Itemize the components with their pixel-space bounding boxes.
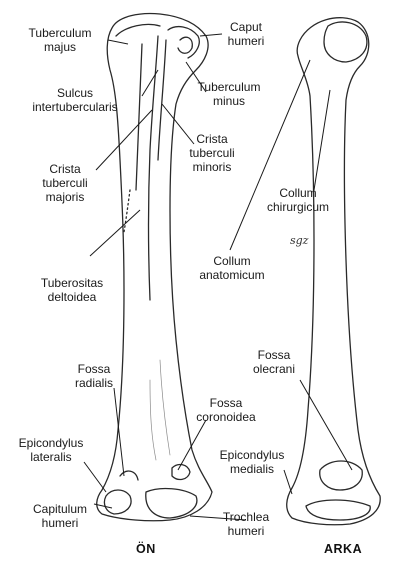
label-fossa-coronoidea: Fossa coronoidea	[192, 396, 260, 424]
back-fossa-olecrani	[320, 461, 363, 490]
leader-crista-majoris	[96, 110, 152, 170]
front-shaft-shading	[150, 360, 170, 460]
label-sulcus-intertubercularis: Sulcus intertubercularis	[10, 86, 140, 114]
label-tuberculum-majus: Tuberculum majus	[14, 26, 106, 54]
label-tuberculum-minus: Tuberculum minus	[194, 80, 264, 108]
front-sulcus-line	[149, 36, 159, 300]
view-label-front: ÖN	[136, 542, 156, 556]
label-crista-tuberculi-minoris: Crista tuberculi minoris	[182, 132, 242, 174]
back-humerus-outline	[287, 18, 380, 525]
label-collum-anatomicum: Collum anatomicum	[196, 254, 268, 282]
view-label-back: ARKA	[324, 542, 362, 556]
leader-fossa-coronoidea	[178, 420, 206, 470]
front-fossa-radialis	[120, 471, 138, 480]
label-trochlea-humeri: Trochlea humeri	[214, 510, 278, 538]
artist-signature: sgz	[290, 234, 308, 247]
label-collum-chirurgicum: Collum chirurgicum	[262, 186, 334, 214]
front-tuberculum-minus-bump	[178, 37, 192, 53]
label-caput-humeri: Caput humeri	[216, 20, 276, 48]
leader-epicondylus-lateralis	[84, 462, 106, 492]
front-fossa-coronoidea	[172, 465, 190, 480]
back-head-outline	[324, 22, 367, 62]
label-capitulum-humeri: Capitulum humeri	[24, 502, 96, 530]
label-fossa-olecrani: Fossa olecrani	[238, 348, 310, 376]
label-epicondylus-medialis: Epicondylus medialis	[210, 448, 294, 476]
label-tuberositas-deltoidea: Tuberositas deltoidea	[30, 276, 114, 304]
front-capitulum	[104, 490, 131, 514]
label-crista-tuberculi-majoris: Crista tuberculi majoris	[30, 162, 100, 204]
label-epicondylus-lateralis: Epicondylus lateralis	[8, 436, 94, 464]
leader-fossa-radialis	[114, 388, 124, 476]
front-crista-minoris-line	[158, 40, 166, 160]
front-trochlea	[146, 489, 197, 518]
leader-tuberculum-majus	[108, 40, 128, 44]
leader-collum-chirurgicum	[314, 90, 330, 190]
leader-sulcus	[142, 70, 158, 96]
front-deltoid-dots	[124, 190, 130, 232]
back-trochlea	[306, 500, 370, 520]
leader-tuberositas	[90, 210, 140, 256]
label-fossa-radialis: Fossa radialis	[64, 362, 124, 390]
front-crista-majoris-line	[136, 44, 142, 190]
leader-fossa-olecrani	[300, 380, 352, 470]
